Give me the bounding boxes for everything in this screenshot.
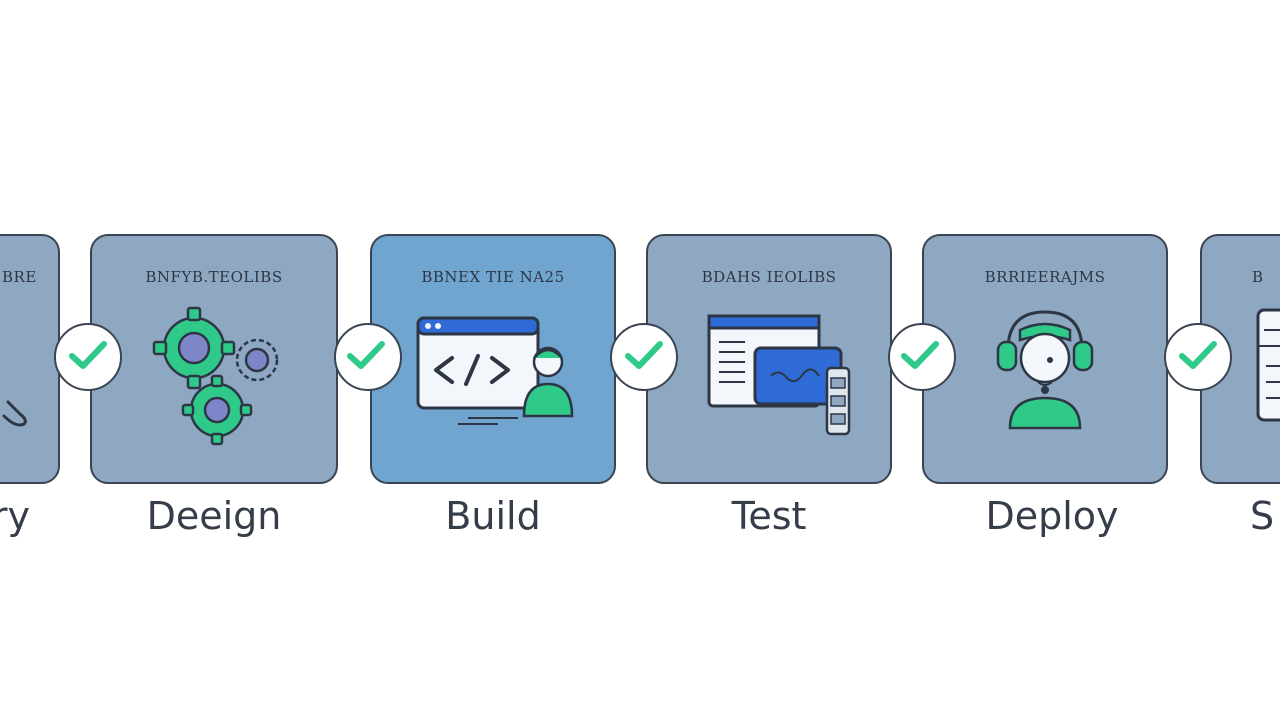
stage-label-design: Deeign <box>146 494 282 538</box>
stage-header: B <box>1252 268 1264 286</box>
check-icon <box>625 341 663 369</box>
headset-support-icon <box>996 310 1094 430</box>
tool-icon <box>2 400 27 427</box>
stage-card-partial-left: BRE <box>0 234 60 484</box>
stage-card-test: BDAHS IEOLIBS <box>646 234 892 484</box>
stage-label-deploy: Deploy <box>985 494 1119 538</box>
stage-header: BNFYB.TEOLIBS <box>145 268 283 286</box>
check-icon <box>69 341 107 369</box>
stage-label-build: Build <box>445 494 541 538</box>
stage-label-test: Test <box>731 494 807 538</box>
stage-label-partial-left: ry <box>0 494 30 538</box>
stage-header: BBNEX TIE NA25 <box>421 268 565 286</box>
stage-card-design: BNFYB.TEOLIBS <box>90 234 338 484</box>
stage-card-deploy: BRRIEERAJMS <box>922 234 1168 484</box>
stage-header: BRE <box>2 268 37 286</box>
stage-header: BRRIEERAJMS <box>984 268 1106 286</box>
stage-label-partial-right: S <box>1250 494 1275 538</box>
test-windows-icon <box>707 314 851 436</box>
stage-header: BDAHS IEOLIBS <box>701 268 837 286</box>
stage-card-build: BBNEX TIE NA25 <box>370 234 616 484</box>
list-panel-icon <box>1256 308 1280 422</box>
check-icon <box>1179 341 1217 369</box>
code-window-developer-icon <box>416 316 574 425</box>
connector-notch <box>334 323 402 391</box>
check-icon <box>901 341 939 369</box>
gears-icon <box>152 306 279 446</box>
check-icon <box>347 341 385 369</box>
